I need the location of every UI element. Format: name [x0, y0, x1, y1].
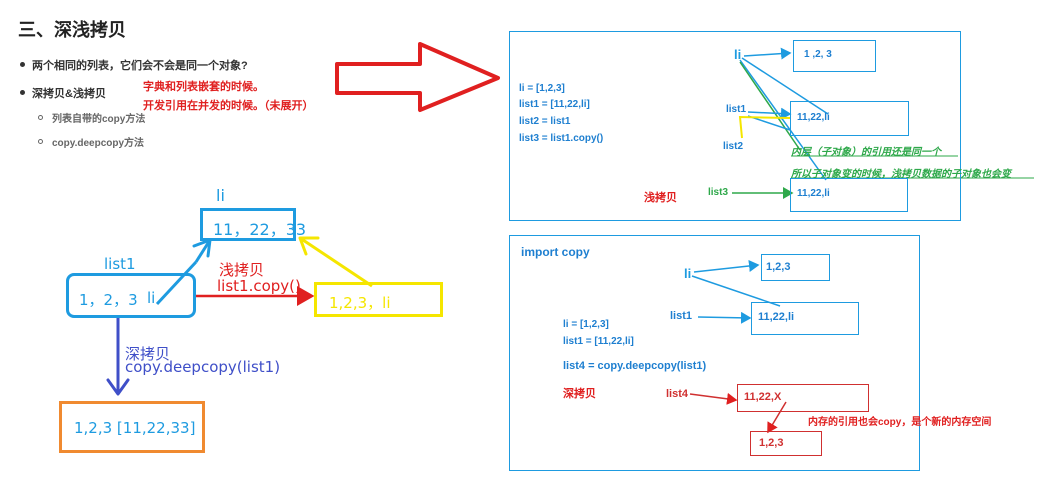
sub-bullet-ring	[38, 115, 43, 120]
panel-shallow-copy	[509, 31, 961, 221]
sketch-list1-li: li	[147, 289, 156, 307]
p1-note-same-ref: 内层（子对象）的引用还是同一个	[791, 147, 941, 158]
p1-list2-label: list2	[723, 141, 744, 152]
p1-code-line: li = [1,2,3]	[519, 83, 565, 94]
sketch-copy-box: 1,2,3，li	[314, 282, 443, 317]
p1-shallow-label: 浅拷贝	[644, 192, 677, 204]
p1-code-line: list2 = list1	[519, 116, 571, 127]
note-nesting: 字典和列表嵌套的时候。	[143, 81, 264, 93]
p2-deep-label: 深拷贝	[563, 388, 596, 400]
sub-bullet-list-copy: 列表自带的copy方法	[52, 114, 146, 125]
big-right-arrow	[335, 42, 500, 112]
sketch-deep-code: copy.deepcopy(list1)	[125, 358, 281, 376]
sketch-list1-box: 1，2，3 li	[66, 273, 196, 318]
sketch-li-arrow	[155, 260, 198, 306]
p1-list1-values: 11,22,li	[797, 112, 830, 123]
p2-list4-arrow	[689, 392, 738, 405]
sub-bullet-ring	[38, 139, 43, 144]
page-title: 三、深浅拷贝	[18, 20, 126, 40]
p2-x-to-new	[767, 401, 787, 434]
panel-deep-copy	[509, 235, 920, 471]
p1-list3-label: list3	[708, 187, 729, 198]
bullet-same-list-question: 两个相同的列表，它们会不会是同一个对象?	[32, 60, 248, 72]
p1-li-box: 1 ,2, 3	[793, 40, 876, 72]
p2-code-list1: list1 = [11,22,li]	[563, 336, 634, 347]
p2-li-values: 1,2,3	[766, 261, 791, 273]
p2-note-new-memory: 内存的引用也会copy，是个新的内存空间	[808, 417, 992, 428]
p2-list4-label: list4	[666, 388, 689, 400]
p2-import: import copy	[521, 245, 590, 259]
p1-li-label: li	[734, 47, 742, 62]
p2-list4-values: 11,22,X	[744, 391, 782, 403]
p1-list1-line	[747, 115, 791, 131]
sketch-deep-box: 1,2,3 [11,22,33]	[59, 401, 205, 453]
p2-code-deepcopy: list4 = copy.deepcopy(list1)	[563, 360, 707, 372]
p2-list4-box: 11,22,X	[737, 384, 869, 412]
p2-li-box: 1,2,3	[761, 254, 830, 281]
p2-list1-label: list1	[670, 310, 693, 322]
sketch-li-box: 11，22，33	[200, 208, 306, 241]
p2-list1-values: 11,22,li	[758, 311, 795, 323]
p1-list1-label: list1	[726, 104, 747, 115]
p2-new-values: 1,2,3	[759, 437, 784, 449]
sketch-shallow-label: 浅拷贝	[219, 261, 265, 279]
note-concurrency: 开发引用在并发的时候。（未展开）	[143, 100, 314, 112]
p1-list2-yellow	[738, 115, 791, 139]
sketch-copy-values: 1,2,3，li	[329, 294, 391, 312]
p2-li-line	[691, 275, 781, 307]
p2-li-arrow	[693, 260, 760, 273]
sub-bullet-deepcopy: copy.deepcopy方法	[52, 138, 145, 149]
p1-list1-box: 11,22,li	[790, 101, 909, 136]
p2-code-li: li = [1,2,3]	[563, 319, 609, 330]
p1-list1-arrow	[747, 107, 792, 120]
p2-new-box: 1,2,3	[750, 431, 822, 456]
p1-code-line: list1 = [11,22,li]	[519, 99, 590, 110]
sketch-list1-label: list1	[104, 255, 136, 273]
bullet-dot	[20, 90, 25, 95]
p1-li-to-list3	[739, 59, 827, 181]
p2-list1-box: 11,22,li	[751, 302, 859, 335]
sketch-li-label: li	[216, 186, 225, 205]
p1-code-line: list3 = list1.copy()	[519, 133, 604, 144]
p1-list3-values: 11,22,li	[797, 188, 830, 199]
sketch-list1-values: 1，2，3	[79, 291, 138, 309]
p2-list1-arrow	[697, 311, 752, 324]
sketch-yellow-arrow	[299, 236, 373, 288]
sketch-deep-label: 深拷贝	[125, 345, 171, 363]
p1-li-values: 1 ,2, 3	[804, 49, 832, 60]
p1-note-child-change: 所以子对象变的时候，浅拷贝数据的子对象也会变	[791, 169, 1011, 180]
bullet-dot	[20, 62, 25, 67]
p1-list3-box: 11,22,li	[790, 178, 908, 212]
sketch-deep-values: 1,2,3 [11,22,33]	[74, 419, 196, 437]
sketch-li-values: 11，22，33	[213, 220, 307, 239]
sketch-shallow-code: list1.copy()	[217, 277, 301, 295]
p2-li-label: li	[684, 266, 692, 281]
p1-li-arrow	[743, 47, 792, 60]
bullet-deep-shallow-copy: 深拷贝&浅拷贝	[32, 88, 106, 100]
p1-li-to-list1	[741, 57, 829, 115]
